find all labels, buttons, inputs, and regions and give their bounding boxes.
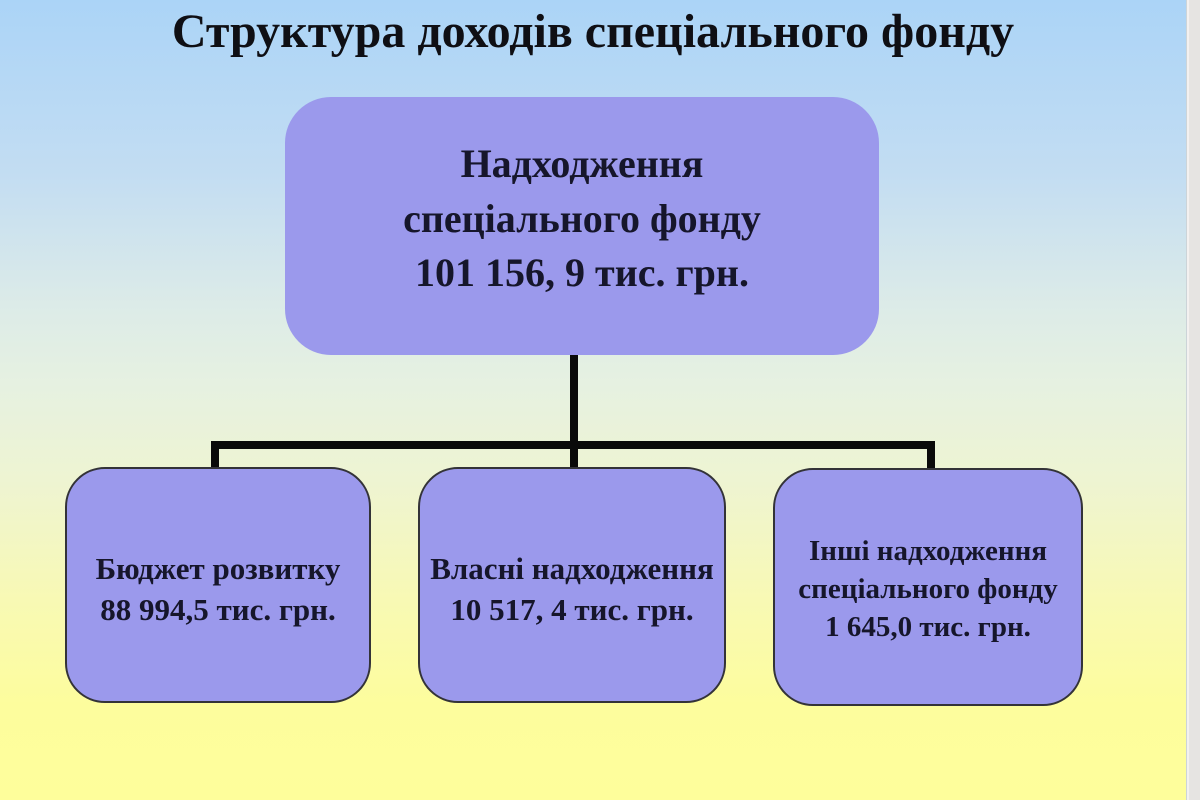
connector-stub-center [570, 441, 578, 471]
child-node-value: 1 645,0 тис. грн. [825, 610, 1031, 643]
child-node-own-revenues: Власні надходження 10 517, 4 тис. грн. [418, 467, 726, 703]
page-title: Структура доходів спеціального фонду [171, 5, 1015, 58]
page-edge-strip [1186, 0, 1200, 800]
child-node-label: Власні надходження [430, 551, 714, 587]
root-node-line: Надходження [460, 140, 704, 186]
child-node-other-revenues: Інші надходження спеціального фонду 1 64… [773, 468, 1083, 706]
root-node-line: спеціального фонду [403, 195, 761, 241]
root-node-value: 101 156, 9 тис. грн. [415, 250, 749, 296]
connector-root-stem [570, 353, 578, 449]
child-node-value: 10 517, 4 тис. грн. [450, 592, 694, 627]
connector-stub-right [927, 441, 935, 471]
child-node-label: спеціального фонду [798, 573, 1058, 606]
root-node-special-fund-revenue: Надходження спеціального фонду 101 156, … [285, 97, 879, 355]
child-node-label: Інші надходження [808, 535, 1048, 568]
child-node-development-budget: Бюджет розвитку 88 994,5 тис. грн. [65, 467, 371, 703]
child-node-label: Бюджет розвитку [95, 551, 341, 587]
connector-stub-left [211, 441, 219, 471]
child-node-value: 88 994,5 тис. грн. [100, 592, 336, 627]
